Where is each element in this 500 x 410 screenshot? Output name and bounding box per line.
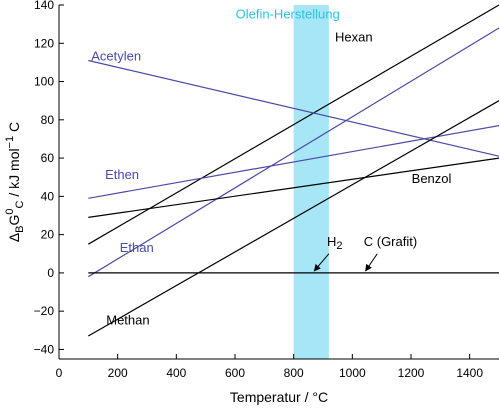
y-tick-label: 140 [34, 0, 54, 12]
x-tick-label: 400 [166, 366, 186, 380]
x-tick-label: 1000 [339, 366, 366, 380]
x-tick-label: 800 [284, 366, 304, 380]
y-tick-label: 20 [41, 228, 55, 242]
y-tick-label: 80 [41, 113, 55, 127]
y-tick-label: 60 [41, 151, 55, 165]
x-tick-label: 0 [56, 366, 63, 380]
olefin-band [293, 5, 329, 359]
y-tick-label: 0 [47, 266, 54, 280]
series-line-3 [87, 27, 500, 278]
x-tick-label: 600 [225, 366, 245, 380]
x-axis-title: Temperatur / °C [230, 389, 328, 405]
y-tick-label: 120 [34, 36, 54, 50]
x-tick-label: 1200 [398, 366, 425, 380]
series-label: Benzol [412, 171, 452, 186]
series-label: Hexan [335, 29, 373, 44]
x-tick-label: 200 [108, 366, 128, 380]
x-tick-label: 1400 [456, 366, 483, 380]
series-line-0 [87, 4, 500, 245]
annotation-label: H2 [327, 234, 343, 252]
series-line-2 [88, 125, 500, 199]
annotation-arrow [313, 253, 330, 272]
annotation-label: C (Grafit) [364, 234, 417, 249]
y-axis-title: ΔBG0C / kJ mol−1 C [4, 122, 26, 242]
series-label: Acetylen [91, 48, 141, 63]
series-line-4 [88, 157, 500, 218]
y-tick-label: 40 [41, 189, 55, 203]
series-label: Ethen [105, 167, 139, 182]
axes-layer: 0 200 400 600 800 1000 1200 1400 −40 −20 0 20 40 60 80… [34, 0, 499, 380]
olefin-band-label: Olefin-Herstellung [236, 6, 340, 21]
series-label: Ethan [120, 240, 154, 255]
series-line-5 [88, 100, 500, 337]
band-layer: Olefin-Herstellung [236, 5, 340, 359]
y-tick-label: −20 [34, 304, 55, 318]
y-tick-label: −40 [34, 342, 55, 356]
y-tick-label: 100 [34, 75, 54, 89]
series-layer [87, 4, 500, 337]
series-label: Methan [106, 313, 149, 328]
series-line-1 [88, 59, 500, 157]
annotation-arrow [365, 253, 378, 272]
